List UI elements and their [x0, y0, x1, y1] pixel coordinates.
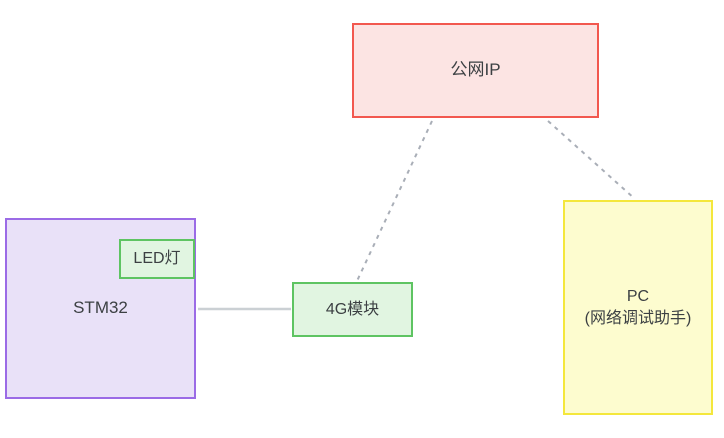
edge-publicip-to-pc: [547, 120, 636, 200]
node-led-label: LED灯: [133, 250, 181, 268]
node-pc-label-line2: (网络调试助手): [584, 309, 692, 327]
node-pc-label-line1: PC: [626, 287, 650, 305]
node-public-ip-label: 公网IP: [450, 60, 501, 80]
edge-publicip-to-4gmodule: [356, 120, 433, 282]
node-public-ip: 公网IP: [352, 23, 599, 118]
node-4g-module: 4G模块: [292, 282, 413, 337]
node-led: LED灯: [119, 239, 195, 279]
node-stm32-label: STM32: [73, 298, 128, 318]
node-pc: PC (网络调试助手): [563, 200, 713, 415]
node-4g-module-label: 4G模块: [325, 300, 380, 318]
